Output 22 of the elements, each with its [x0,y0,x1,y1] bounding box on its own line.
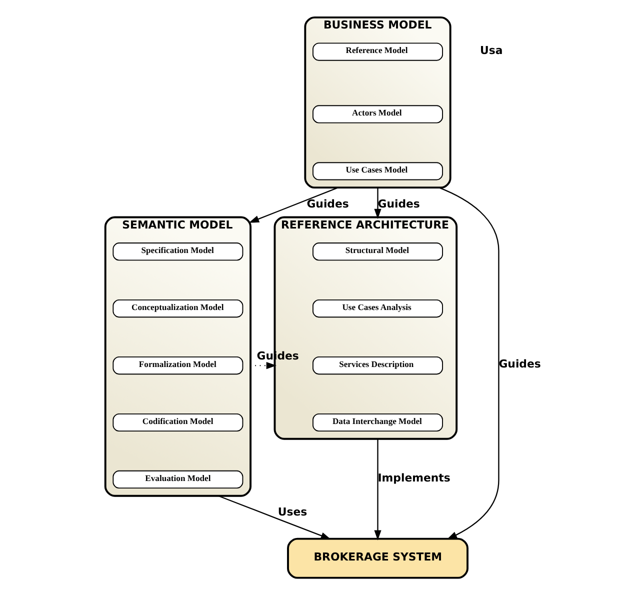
node-box: Reference Model [312,42,442,61]
edge-label: Implements [377,472,450,485]
edge-label: Uses [277,506,307,519]
node-box: Use Cases Model [312,162,442,180]
edge-label: Guides [306,197,348,210]
node-box: Codification Model [112,413,243,432]
node-box: Actors Model [312,105,442,124]
node-box: Conceptualization Model [112,300,243,318]
arrow [438,187,499,540]
node-box: Services Description [312,356,442,375]
node-box: Data Interchange Model [312,413,442,432]
arrow [374,188,381,219]
arrow [218,495,330,540]
node-box: Structural Model [312,242,442,261]
node-box: BROKERAGE SYSTEM [286,538,468,579]
node-box: Evaluation Model [112,470,243,489]
label: Usa [480,44,502,57]
arrow [374,438,381,540]
arrow [248,187,338,223]
node-box: Formalization Model [112,356,243,375]
node-box: Use Cases Analysis [312,300,442,318]
node-box: Specification Model [112,242,243,261]
